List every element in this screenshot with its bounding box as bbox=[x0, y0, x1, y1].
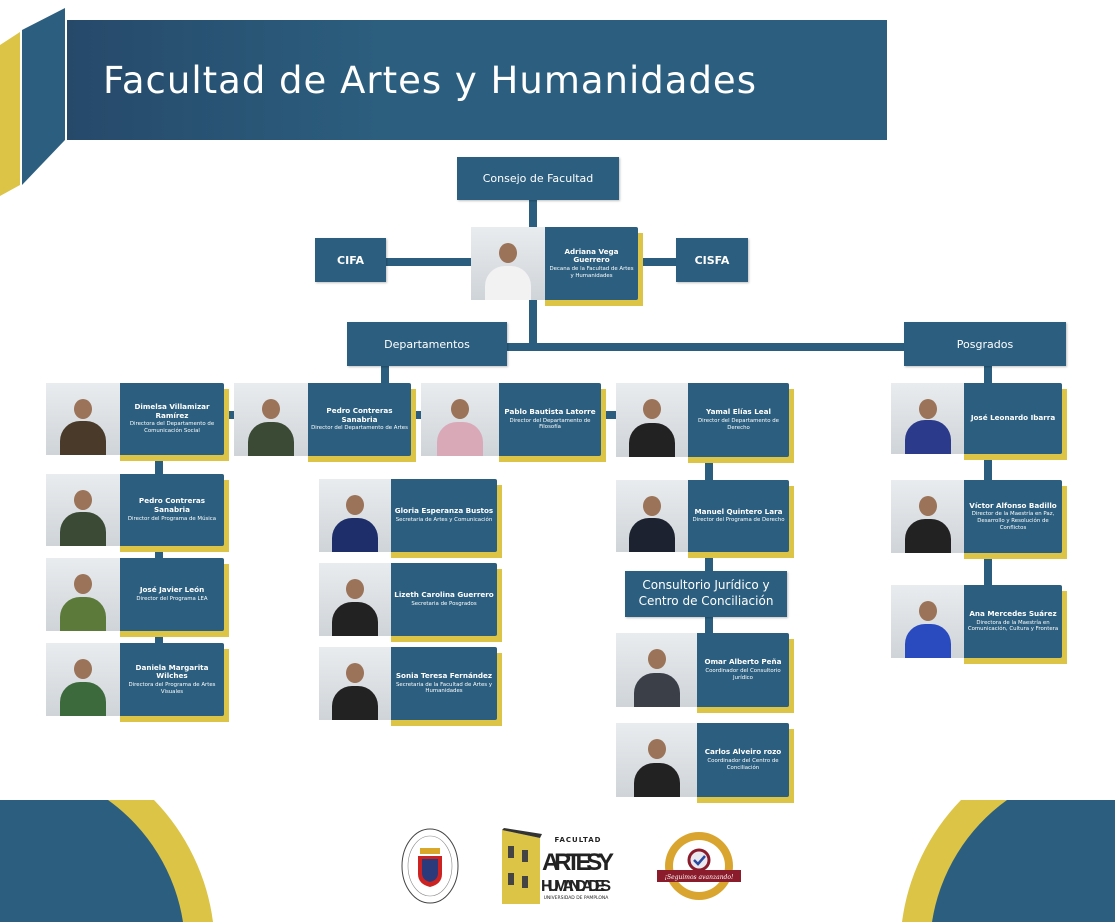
person-role: Directora de la Maestría en Comunicación… bbox=[967, 619, 1059, 633]
person-photo bbox=[616, 480, 688, 552]
connector bbox=[381, 366, 389, 384]
consejo-de-facultad-box: Consejo de Facultad bbox=[457, 157, 619, 200]
faculty-logo: FACULTAD ARTES Y HUMANIDADES UNIVERSIDAD… bbox=[502, 828, 614, 904]
person-name: Pedro Contreras Sanabria bbox=[326, 405, 393, 424]
cisfa-box: CISFA bbox=[676, 238, 748, 282]
person-photo bbox=[616, 633, 697, 707]
person-name: Carlos Alveiro rozo bbox=[704, 747, 782, 757]
person-name: Dimelsa Villamizar Ramírez bbox=[134, 402, 210, 420]
person-role: Director del Programa de Derecho bbox=[692, 517, 785, 524]
person-name: Adriana Vega Guerrero bbox=[564, 246, 619, 265]
person-photo bbox=[891, 383, 964, 454]
departamentos-box: Departamentos bbox=[347, 322, 507, 366]
person-card-pedro-artes: Pedro Contreras Sanabria Director del De… bbox=[234, 383, 416, 462]
person-photo bbox=[319, 563, 391, 636]
person-card-ana: Ana Mercedes Suárez Directora de la Maes… bbox=[891, 585, 1067, 664]
person-name: Sonia Teresa Fernández bbox=[395, 670, 493, 680]
accreditation-seal-logo: ¡Seguimos avanzando! bbox=[657, 832, 741, 900]
person-role: Director del Departamento de Derecho bbox=[698, 418, 779, 431]
person-name: Ana Mercedes Suárez bbox=[969, 608, 1057, 618]
person-name: José Leonardo Ibarra bbox=[970, 412, 1056, 422]
svg-text:HUMANIDADES: HUMANIDADES bbox=[541, 878, 611, 895]
person-photo bbox=[891, 585, 964, 658]
person-role: Director del Programa de Música bbox=[127, 515, 217, 522]
person-role: Secretaria de Artes y Comunicación bbox=[395, 516, 493, 523]
person-role: Coordinador del Centro de Conciliación bbox=[707, 758, 779, 771]
person-photo bbox=[46, 383, 120, 455]
person-card-daniela: Daniela Margarita Wilches Directora del … bbox=[46, 643, 229, 722]
person-role: Director del Programa LEA bbox=[136, 595, 208, 602]
person-card-pedro-musica: Pedro Contreras Sanabria Director del Pr… bbox=[46, 474, 229, 552]
person-role: Directora del Departamento de Comunicaci… bbox=[129, 421, 215, 435]
svg-text:ARTES Y: ARTES Y bbox=[542, 849, 614, 876]
person-card-jose-javier: José Javier León Director del Programa L… bbox=[46, 558, 229, 637]
posgrados-box: Posgrados bbox=[904, 322, 1066, 366]
person-role: Director del Departamento de Filosofía bbox=[509, 417, 591, 431]
person-name: Daniela Margarita Wilches bbox=[135, 662, 209, 681]
connector bbox=[529, 200, 537, 228]
person-photo bbox=[471, 227, 545, 300]
person-name: Gloria Esperanza Bustos bbox=[394, 506, 494, 516]
cifa-box: CIFA bbox=[315, 238, 386, 282]
person-card-omar: Omar Alberto Peña Coordinador del Consul… bbox=[616, 633, 794, 713]
person-name: Omar Alberto Peña bbox=[704, 657, 782, 667]
university-seal-logo bbox=[401, 828, 459, 904]
person-name: Yamal Elías Leal bbox=[706, 407, 771, 417]
person-card-yamal: Yamal Elías Leal Director del Departamen… bbox=[616, 383, 794, 463]
person-card-lizeth: Lizeth Carolina Guerrero Secretaria de P… bbox=[319, 563, 502, 642]
person-photo bbox=[319, 647, 391, 720]
person-photo bbox=[616, 723, 697, 797]
person-name: Lizeth Carolina Guerrero bbox=[394, 590, 494, 600]
person-card-sonia: Sonia Teresa Fernández Secretaria de la … bbox=[319, 647, 502, 726]
person-photo bbox=[46, 643, 120, 716]
person-role: Decana de la Facultad de Artes y Humanid… bbox=[549, 265, 634, 279]
person-card-manuel: Manuel Quintero Lara Director del Progra… bbox=[616, 480, 794, 558]
connector bbox=[984, 366, 992, 586]
person-role: Director del Departamento de Artes bbox=[311, 425, 408, 432]
consultorio-box: Consultorio Jurídico y Centro de Concili… bbox=[625, 571, 787, 617]
person-role: Secretaria de Posgrados bbox=[411, 600, 477, 607]
corner-decoration-left bbox=[0, 800, 213, 922]
person-role: Secretaria de la Facultad de Artes y Hum… bbox=[395, 681, 493, 695]
corner-decoration-right bbox=[902, 800, 1115, 922]
person-photo bbox=[46, 558, 120, 631]
person-name: Pablo Bautista Latorre bbox=[504, 406, 596, 416]
connector bbox=[638, 258, 676, 266]
person-photo bbox=[319, 479, 391, 552]
person-card-jose-leonardo: José Leonardo Ibarra bbox=[891, 383, 1067, 460]
person-name: Víctor Alfonso Badillo bbox=[969, 500, 1057, 510]
person-photo bbox=[891, 480, 964, 553]
header-decoration bbox=[0, 8, 65, 196]
person-card-dean: Adriana Vega Guerrero Decana de la Facul… bbox=[471, 227, 643, 306]
person-photo bbox=[234, 383, 308, 456]
person-role: Directora del Programa de Artes Visuales bbox=[128, 681, 216, 695]
connector bbox=[507, 343, 905, 351]
person-photo bbox=[46, 474, 120, 546]
person-card-victor: Víctor Alfonso Badillo Director de la Ma… bbox=[891, 480, 1067, 559]
person-photo bbox=[616, 383, 688, 457]
connector bbox=[529, 300, 537, 348]
svg-text:¡Seguimos avanzando!: ¡Seguimos avanzando! bbox=[665, 874, 734, 881]
person-role: Coordinador del Consultorio Jurídico bbox=[705, 668, 781, 681]
person-card-gloria: Gloria Esperanza Bustos Secretaria de Ar… bbox=[319, 479, 502, 558]
person-card-dimelsa: Dimelsa Villamizar Ramírez Directora del… bbox=[46, 383, 229, 461]
connector bbox=[386, 258, 472, 266]
person-name: José Javier León bbox=[139, 585, 205, 595]
person-card-pablo: Pablo Bautista Latorre Director del Depa… bbox=[421, 383, 606, 462]
person-name: Manuel Quintero Lara bbox=[694, 506, 783, 516]
person-name: Pedro Contreras Sanabria bbox=[138, 496, 206, 515]
svg-text:UNIVERSIDAD DE PAMPLONA: UNIVERSIDAD DE PAMPLONA bbox=[544, 895, 610, 901]
person-card-carlos: Carlos Alveiro rozo Coordinador del Cent… bbox=[616, 723, 794, 803]
person-role: Director de la Maestría en Paz, Desarrol… bbox=[971, 511, 1055, 531]
svg-text:FACULTAD: FACULTAD bbox=[555, 836, 602, 844]
connector bbox=[224, 411, 616, 419]
page-title: Facultad de Artes y Humanidades bbox=[67, 20, 887, 140]
person-photo bbox=[421, 383, 499, 456]
